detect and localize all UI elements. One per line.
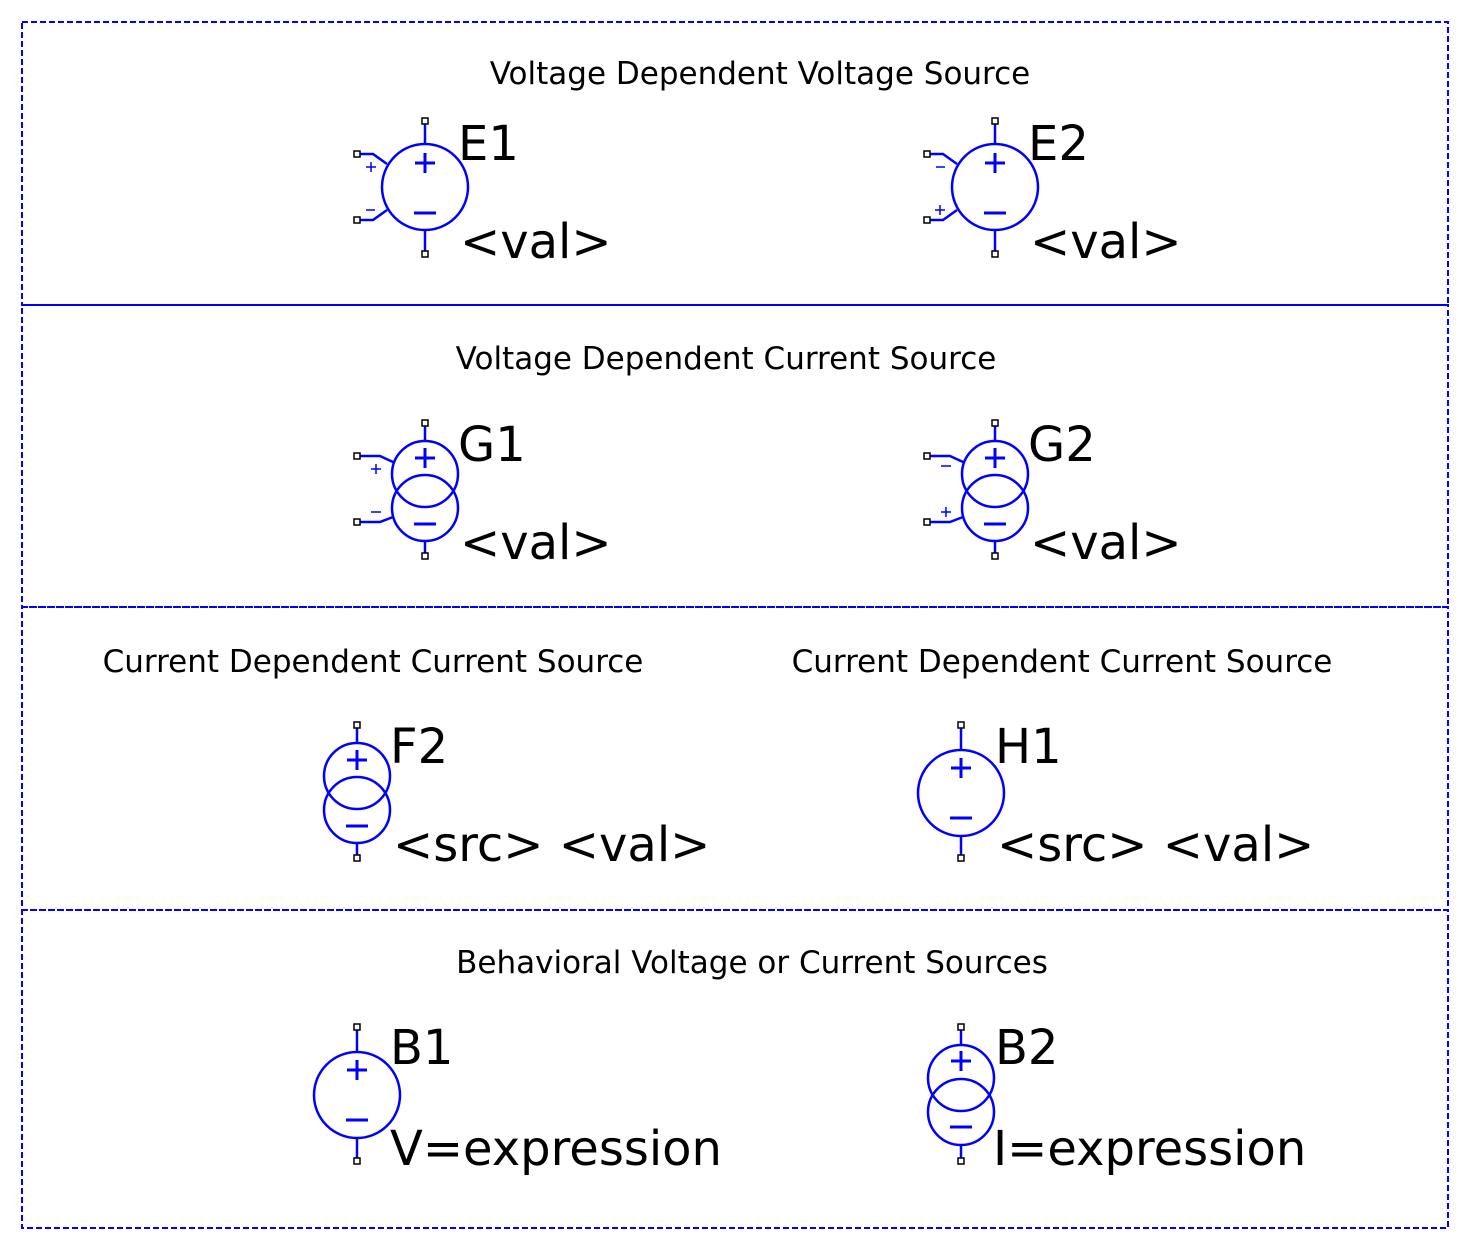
vsource-circle [380,142,470,232]
component-ref: B1 [390,1020,453,1076]
pin-node[interactable] [957,1023,965,1031]
section-frame-behavioral [21,909,1449,1229]
pin-node[interactable] [923,452,931,460]
component-ref: B2 [995,1020,1058,1076]
pin-node[interactable] [957,721,965,729]
component-e1[interactable]: E1 <val> [353,116,612,270]
pin-node[interactable] [991,552,999,560]
pin-node[interactable] [923,518,931,526]
csource-circle-top [960,439,1030,509]
pin-node[interactable] [991,250,999,258]
pin-node[interactable] [353,150,361,158]
section-title-vccs: Voltage Dependent Current Source [456,341,997,377]
pin-node[interactable] [353,216,361,224]
component-ref: G1 [458,417,526,473]
pin-node[interactable] [353,1157,361,1165]
pin-node[interactable] [923,216,931,224]
csource-circle-bottom [960,473,1030,543]
component-value: <val> [460,214,612,270]
component-b2[interactable]: B2 I=expression [926,1020,1306,1177]
component-value: I=expression [993,1121,1306,1177]
pin-node[interactable] [923,150,931,158]
pin-node[interactable] [957,854,965,862]
csource-circle-top [390,439,460,509]
component-ref: H1 [995,719,1062,775]
section-title-cccs-right: Current Dependent Current Source [792,644,1333,680]
pin-node[interactable] [421,117,429,125]
pin-node[interactable] [353,721,361,729]
vsource-circle [950,142,1040,232]
component-g2[interactable]: G2 <val> [923,417,1182,571]
component-value: <src> <val> [997,817,1314,873]
csource-circle-bottom [322,775,392,845]
pin-node[interactable] [353,518,361,526]
component-value: <src> <val> [393,817,710,873]
component-b1[interactable]: B1 V=expression [312,1020,722,1177]
component-ref: E2 [1028,116,1089,172]
csource-circle-top [926,1043,996,1113]
component-ref: E1 [458,116,519,172]
component-g1[interactable]: G1 <val> [353,417,612,571]
pin-node[interactable] [353,854,361,862]
vsource-circle [916,748,1006,838]
csource-circle-bottom [390,473,460,543]
csource-circle-bottom [926,1077,996,1147]
section-title-vcvs: Voltage Dependent Voltage Source [490,56,1031,92]
vsource-circle [312,1050,402,1140]
pin-node[interactable] [991,117,999,125]
component-value: <val> [1030,214,1182,270]
component-ref: G2 [1028,417,1096,473]
pin-node[interactable] [421,552,429,560]
section-title-cccs-left: Current Dependent Current Source [103,644,644,680]
component-h1[interactable]: H1 <src> <val> [916,719,1314,873]
component-value: <val> [1030,515,1182,571]
component-value: V=expression [390,1121,722,1177]
pin-node[interactable] [353,1023,361,1031]
section-title-behavioral: Behavioral Voltage or Current Sources [456,945,1048,981]
component-f2[interactable]: F2 <src> <val> [322,719,710,873]
pin-node[interactable] [991,419,999,427]
pin-node[interactable] [957,1157,965,1165]
pin-node[interactable] [421,419,429,427]
pin-node[interactable] [421,250,429,258]
component-e2[interactable]: E2 <val> [923,116,1182,270]
pin-node[interactable] [353,452,361,460]
component-value: <val> [460,515,612,571]
component-ref: F2 [390,719,448,775]
csource-circle-top [322,741,392,811]
